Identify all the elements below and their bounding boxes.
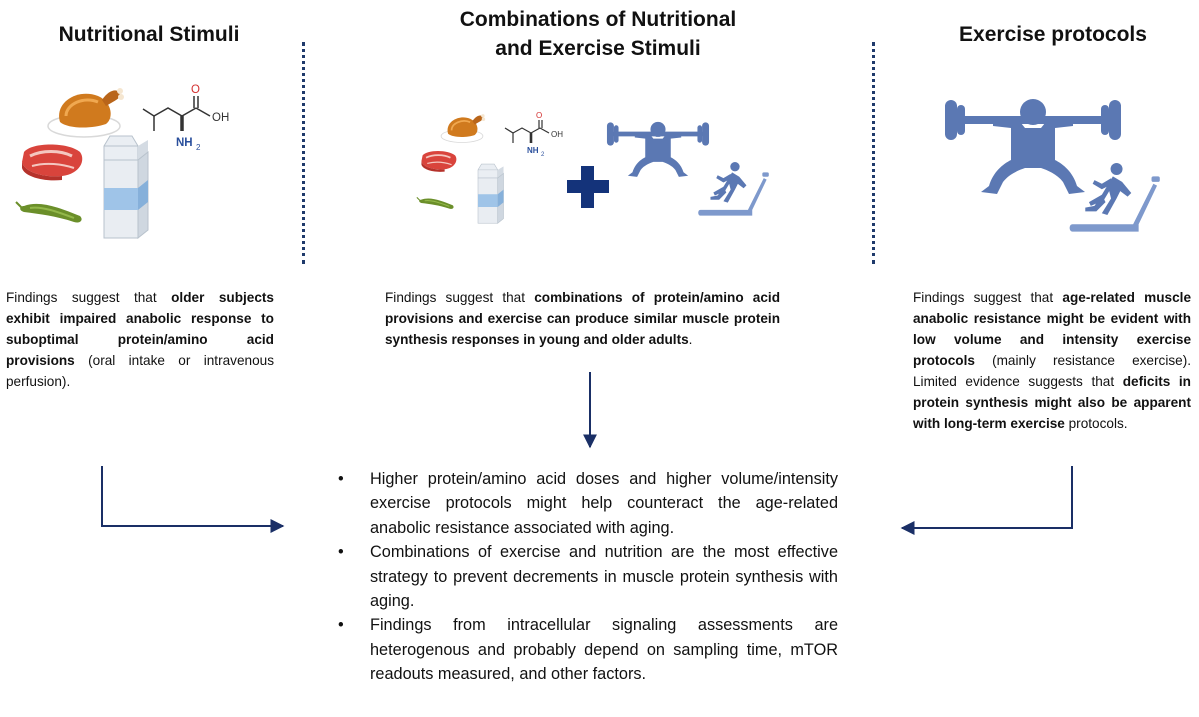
combination-illustration: O OH NH 2 <box>416 111 769 224</box>
exercise-findings-bold-2: deficits in protein synthesis might also… <box>913 374 1191 431</box>
nutritional-findings-text-2: (oral intake or intravenous perfusion). <box>6 353 274 389</box>
conclusions-list: • Higher protein/amino acid doses and hig… <box>338 467 838 687</box>
exercise-findings-text-1: Findings suggest that <box>913 290 1063 305</box>
conclusion-item-1: • Higher protein/amino acid doses and hig… <box>338 467 838 540</box>
right-flow-arrow <box>900 466 1073 535</box>
nutritional-findings-bold-1: older subjects exhibit impaired anabolic… <box>6 290 274 368</box>
exercise-findings-text-3: protocols. <box>1064 416 1128 431</box>
oxygen-label-small: O <box>536 111 542 120</box>
nutrition-illustration: O OH NH 2 <box>15 84 229 239</box>
exercise-findings-bold-1: age-related muscle anabolic resistance m… <box>913 290 1192 368</box>
nutritional-stimuli-heading: Nutritional Stimuli <box>6 20 292 49</box>
combination-findings-text-1: Findings suggest that <box>385 290 535 305</box>
oxygen-label: O <box>191 84 200 96</box>
combination-findings-bold-1: combinations of protein/amino acid provi… <box>385 290 780 347</box>
amine-label: NH <box>176 137 193 149</box>
bullet-marker: • <box>338 616 344 635</box>
nutritional-findings: Findings suggest that older subjects exh… <box>6 287 274 392</box>
nutritional-stimuli-title: Nutritional Stimuli <box>58 23 240 46</box>
conclusion-item-2: • Combinations of exercise and nutrition … <box>338 540 838 613</box>
combination-findings: Findings suggest that combinations of pr… <box>385 287 780 350</box>
amine-subscript: 2 <box>196 143 201 152</box>
hydroxyl-label: OH <box>212 112 229 124</box>
conclusion-text: Findings from intracellular signaling as… <box>370 616 838 684</box>
conclusion-text: Higher protein/amino acid doses and high… <box>370 470 838 537</box>
combinations-heading: Combinations of Nutritional and Exercise… <box>380 5 816 63</box>
bullet-marker: • <box>338 543 344 562</box>
conclusion-item-3: • Findings from intracellular signaling a… <box>338 613 838 686</box>
amine-subscript-small: 2 <box>541 152 545 158</box>
conclusion-text: Combinations of exercise and nutrition a… <box>370 543 838 611</box>
amine-label-small: NH <box>527 146 539 155</box>
leucine-molecule-icon-small: O OH NH 2 <box>504 111 563 158</box>
leucine-molecule-icon: O OH NH 2 <box>142 84 229 152</box>
combinations-title-line-2: and Exercise Stimuli <box>495 37 701 60</box>
left-flow-arrow <box>101 466 285 533</box>
right-dotted-divider <box>872 42 875 264</box>
exercise-protocols-heading: Exercise protocols <box>930 20 1176 49</box>
exercise-findings-text-2: (mainly resistance exercise). Limited ev… <box>913 353 1191 389</box>
exercise-findings: Findings suggest that age-related muscle… <box>913 287 1191 434</box>
exercise-protocols-title: Exercise protocols <box>959 23 1147 46</box>
plus-icon <box>567 166 609 208</box>
nutritional-findings-text-1: Findings suggest that <box>6 290 172 305</box>
bullet-marker: • <box>338 470 344 488</box>
combination-findings-text-2: . <box>688 332 693 347</box>
combinations-title-line-1: Combinations of Nutritional <box>459 8 737 31</box>
hydroxyl-label-small: OH <box>551 130 563 139</box>
left-dotted-divider <box>302 42 305 264</box>
